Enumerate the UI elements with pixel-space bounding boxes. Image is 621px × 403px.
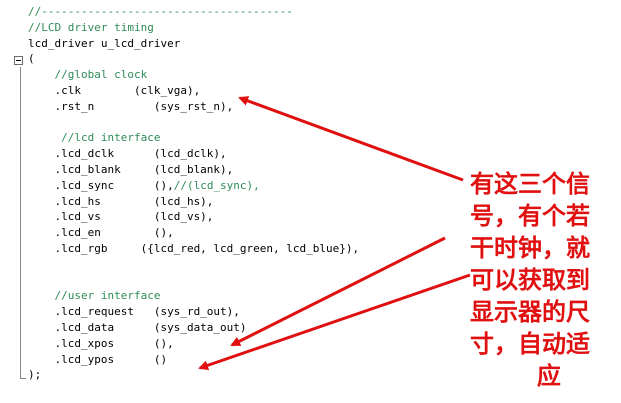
- fold-guide-end: [20, 378, 26, 379]
- code-line: .rst_n (sys_rst_n),: [28, 99, 359, 115]
- code-comment: //(lcd_sync),: [173, 178, 260, 192]
- fold-guide-line: [20, 67, 21, 379]
- code-comment: //user interface: [28, 289, 161, 303]
- code-text: .lcd_rgb ({lcd_red, lcd_green, lcd_blue}…: [28, 241, 360, 255]
- code-text: .lcd_en (),: [28, 226, 174, 240]
- code-line: .lcd_dclk (lcd_dclk),: [28, 146, 359, 162]
- code-line: .lcd_xpos (),: [28, 336, 359, 352]
- code-comment: //LCD driver timing: [28, 20, 154, 34]
- annotation-line: 可以获取到: [470, 266, 590, 294]
- code-text: .lcd_sync (),: [28, 178, 174, 192]
- code-line: .lcd_blank (lcd_blank),: [28, 162, 359, 178]
- code-line: lcd_driver u_lcd_driver: [28, 36, 359, 52]
- code-line: //user interface: [28, 288, 359, 304]
- code-text: (: [28, 52, 35, 66]
- annotation-line: 有这三个信: [470, 170, 590, 198]
- code-text: .rst_n (sys_rst_n),: [28, 99, 234, 113]
- annotation-line: 寸，自动适: [470, 330, 590, 358]
- code-text: .lcd_dclk (lcd_dclk),: [28, 147, 227, 161]
- code-text: .lcd_request (sys_rd_out),: [28, 305, 240, 319]
- code-line: (: [28, 51, 359, 67]
- code-line: //global clock: [28, 67, 359, 83]
- code-line: //lcd interface: [28, 130, 359, 146]
- code-comment: //global clock: [28, 68, 148, 82]
- code-text: .lcd_ypos (): [28, 352, 168, 366]
- arrow-to-lcd-ypos: [198, 273, 471, 371]
- code-line: .clk (clk_vga),: [28, 83, 359, 99]
- code-line: //LCD driver timing: [28, 20, 359, 36]
- annotation-line: 应: [470, 362, 561, 390]
- arrow-to-lcd-data: [230, 236, 446, 347]
- code-line: .lcd_hs (lcd_hs),: [28, 194, 359, 210]
- code-line: .lcd_rgb ({lcd_red, lcd_green, lcd_blue}…: [28, 241, 359, 257]
- arrow-to-clk: [238, 96, 464, 182]
- code-text: .lcd_blank (lcd_blank),: [28, 162, 234, 176]
- annotation-line: 号，有个若: [470, 202, 590, 230]
- fold-collapse-icon[interactable]: [14, 56, 23, 65]
- code-text: .lcd_vs (lcd_vs),: [28, 210, 214, 224]
- code-text: .lcd_hs (lcd_hs),: [28, 194, 214, 208]
- code-line: .lcd_data (sys_data_out): [28, 320, 359, 336]
- code-text: .lcd_xpos (),: [28, 336, 174, 350]
- code-comment: //lcd interface: [28, 131, 161, 145]
- code-editor[interactable]: //--------------------------------------…: [28, 4, 359, 383]
- editor-gutter: [0, 0, 12, 403]
- code-line: .lcd_request (sys_rd_out),: [28, 304, 359, 320]
- code-line: .lcd_ypos (): [28, 352, 359, 368]
- code-text: lcd_driver u_lcd_driver: [28, 36, 181, 50]
- annotation-line: 干时钟，就: [470, 234, 590, 262]
- code-text: .lcd_data (sys_data_out): [28, 320, 247, 334]
- code-text: .clk (clk_vga),: [28, 83, 201, 97]
- code-line: //--------------------------------------: [28, 4, 359, 20]
- code-line: .lcd_vs (lcd_vs),: [28, 209, 359, 225]
- code-text: );: [28, 368, 42, 382]
- code-line: .lcd_sync (),//(lcd_sync),: [28, 178, 359, 194]
- annotation-line: 显示器的尺: [470, 298, 590, 326]
- code-line: );: [28, 367, 359, 383]
- code-comment: //--------------------------------------: [28, 5, 293, 18]
- code-line: .lcd_en (),: [28, 225, 359, 241]
- annotation-note: 有这三个信 号，有个若 干时钟，就 可以获取到 显示器的尺 寸，自动适 应: [470, 168, 620, 392]
